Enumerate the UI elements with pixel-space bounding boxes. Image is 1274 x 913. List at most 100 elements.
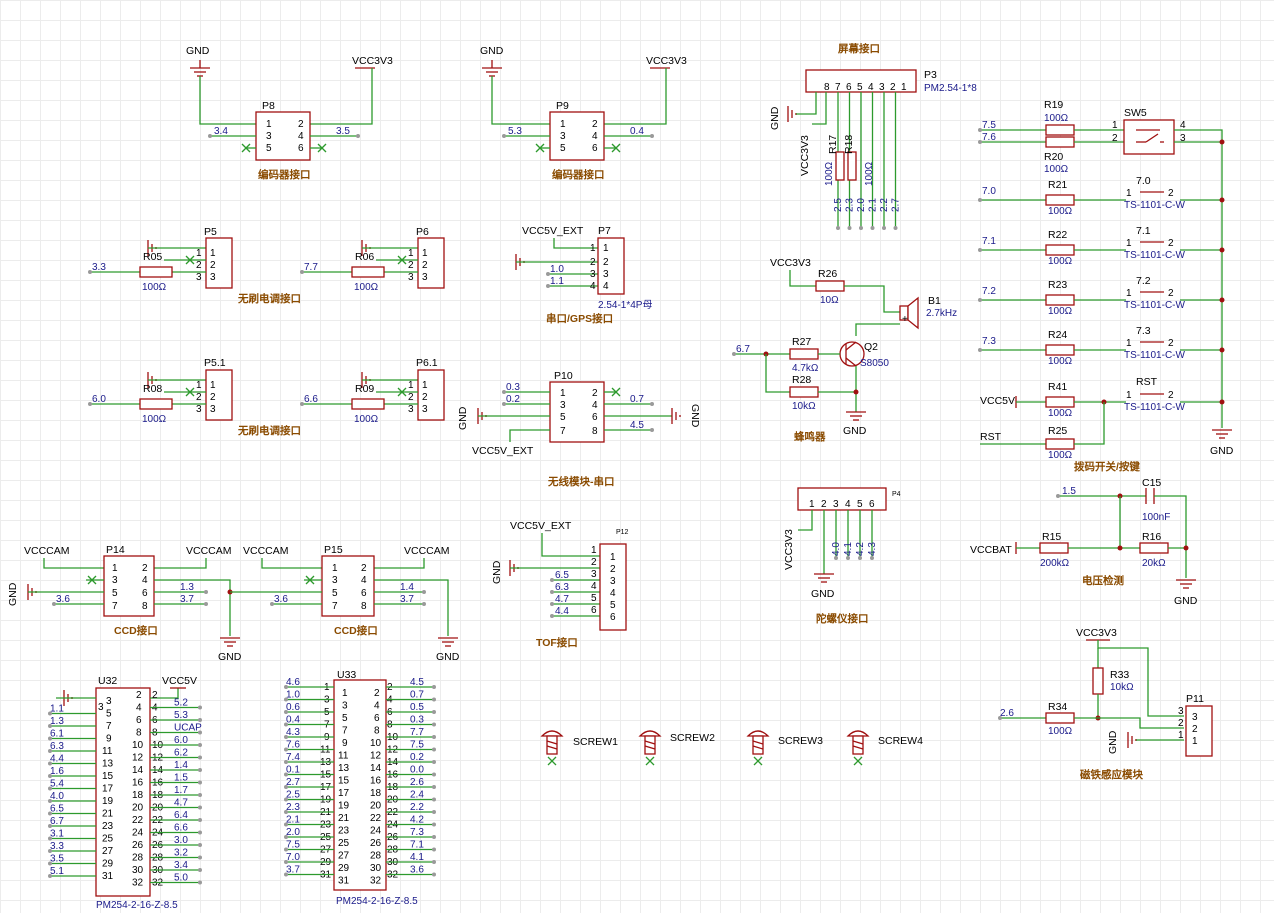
ref-p4: P4: [892, 491, 901, 498]
net-port: [284, 772, 288, 777]
svg-text:3: 3: [590, 269, 596, 280]
net-port: [198, 805, 202, 810]
caption-dip: 拨码开关/按键: [1074, 460, 1140, 473]
pin-number: 2: [1168, 188, 1174, 199]
pin-number: 14: [132, 765, 144, 776]
net-label: 5.3: [508, 126, 522, 137]
pin-number: 28: [370, 851, 382, 862]
caption-ccd: CCD接口: [114, 624, 158, 637]
buzzer-circuit[interactable]: VCC3V3 R26 10Ω + B1 2.7kHz Q2 S8050 6.7 …: [732, 257, 957, 443]
svg-text:2: 2: [142, 563, 148, 574]
net-label: 3.6: [56, 594, 70, 605]
hall-sensor-p11[interactable]: VCC3V3 R33 10kΩ 2.6 R34 100Ω GND P11 321…: [998, 627, 1213, 781]
net-port: [198, 768, 202, 772]
net-label: 0.2: [506, 394, 520, 405]
pin-number: 12: [132, 753, 144, 764]
svg-text:4: 4: [592, 131, 598, 142]
net-label: 1.0: [286, 690, 300, 701]
svg-text:4: 4: [1180, 120, 1186, 131]
esc-connector-p5[interactable]: P5 123 123 3.3 R05 100Ω: [88, 226, 233, 293]
value-header: PM254-2-16-Z-8.5: [336, 896, 418, 907]
svg-text:5: 5: [591, 593, 597, 604]
esc-connector-p5-1[interactable]: P5.1 123 123 6.0 R08 100Ω: [88, 357, 233, 425]
net-label: 4.7: [174, 798, 188, 809]
net-label: 4.7: [555, 594, 569, 605]
net-port: [198, 780, 202, 785]
ref-r34: R34: [1048, 701, 1067, 713]
net-label: 6.6: [304, 394, 318, 405]
voltage-detection[interactable]: 1.5 C15 100nF VCCBAT R15 200kΩ R16 20kΩ …: [970, 477, 1198, 607]
svg-text:2: 2: [610, 564, 616, 575]
net-label: 0.4: [286, 715, 300, 726]
dip-switch-and-keys[interactable]: 7.5 7.6 R19 100Ω R20 100Ω SW5 12 43 7.0R…: [978, 99, 1234, 473]
mount-screw-1[interactable]: SCREW1: [540, 730, 618, 766]
value-resistor: 100Ω: [354, 414, 379, 425]
pin-number: 1: [1126, 238, 1132, 249]
svg-text:1: 1: [1112, 120, 1118, 131]
pin-number: 5: [857, 499, 863, 510]
mount-screw-4[interactable]: SCREW4: [846, 730, 923, 766]
encoder-connector-p9[interactable]: GND VCC3V3 P9 135 246 5.3 0.4 编码器接口: [480, 45, 687, 181]
vcc5v-label: VCC5V: [980, 395, 1015, 407]
pin-number: 27: [338, 851, 350, 862]
header-u32[interactable]: U32 VCC5V 351.171.396.1116.3134.4151.617…: [48, 675, 202, 911]
mount-screw-3[interactable]: SCREW3: [746, 730, 823, 766]
junction: [1219, 297, 1225, 303]
ref-r25: R25: [1048, 425, 1067, 437]
net-label: 3.7: [180, 594, 194, 605]
tof-connector-p12[interactable]: VCC5V_EXT GND 6.5 6.3 4.7 4.4 P12 123456…: [491, 520, 629, 649]
ref-p7: P7: [598, 225, 611, 237]
pin-number: 6: [869, 499, 875, 510]
gnd-label: GND: [480, 45, 504, 57]
gnd-label: GND: [218, 651, 242, 663]
net-port: [284, 697, 288, 702]
pin-number: 31: [338, 876, 350, 887]
svg-text:1: 1: [1178, 730, 1184, 741]
header-u33[interactable]: U33 114.6331.0550.6770.4994.311117.61313…: [284, 669, 436, 907]
svg-text:3: 3: [560, 400, 566, 411]
ref-u33: U33: [337, 669, 356, 681]
ref-r15: R15: [1042, 531, 1061, 543]
resistor: [1045, 344, 1075, 356]
pin-number: 10: [370, 738, 382, 749]
pin-number: 3: [833, 499, 839, 510]
esc-connector-p6[interactable]: P6 123 123 7.7 R06 100Ω: [300, 226, 445, 293]
net-label: 2.3: [845, 198, 856, 212]
encoder-connector-p8[interactable]: GND VCC3V3 P8 135 246 3.4 3.5 编码器接口: [186, 45, 393, 181]
svg-text:1: 1: [590, 243, 596, 254]
net-label: 5.1: [50, 866, 64, 877]
mount-screw-2[interactable]: SCREW2: [638, 730, 715, 766]
value-resistor: 20kΩ: [1142, 558, 1166, 569]
rst-label: RST: [980, 431, 1002, 443]
net-port: [870, 556, 874, 560]
net-port: [48, 711, 52, 716]
net-label: 1.4: [400, 582, 414, 593]
esc-connector-p6-1[interactable]: P6.1 123 123 6.6 R09 100Ω: [300, 357, 445, 425]
svg-text:4: 4: [610, 588, 616, 599]
net-port: [432, 760, 436, 764]
net-port: [48, 724, 52, 728]
net-label: 4.2: [410, 815, 424, 826]
net-label: 5.2: [174, 698, 188, 709]
net-port: [978, 198, 982, 202]
vcc5v-label: VCC5V: [162, 675, 197, 687]
gnd-label: GND: [436, 651, 460, 663]
value-resistor: 100Ω: [1048, 256, 1073, 267]
net-label: 4.5: [410, 677, 424, 688]
value-resistor: 10kΩ: [1110, 682, 1134, 693]
net-port: [859, 226, 863, 230]
svg-text:6: 6: [142, 588, 148, 599]
ref-r05: R05: [143, 251, 162, 263]
pin-number: 2: [152, 690, 158, 701]
ref-p3: P3: [924, 69, 937, 81]
ref-p12: P12: [616, 529, 629, 536]
svg-text:6: 6: [591, 605, 597, 616]
pin-number: 10: [132, 740, 144, 751]
